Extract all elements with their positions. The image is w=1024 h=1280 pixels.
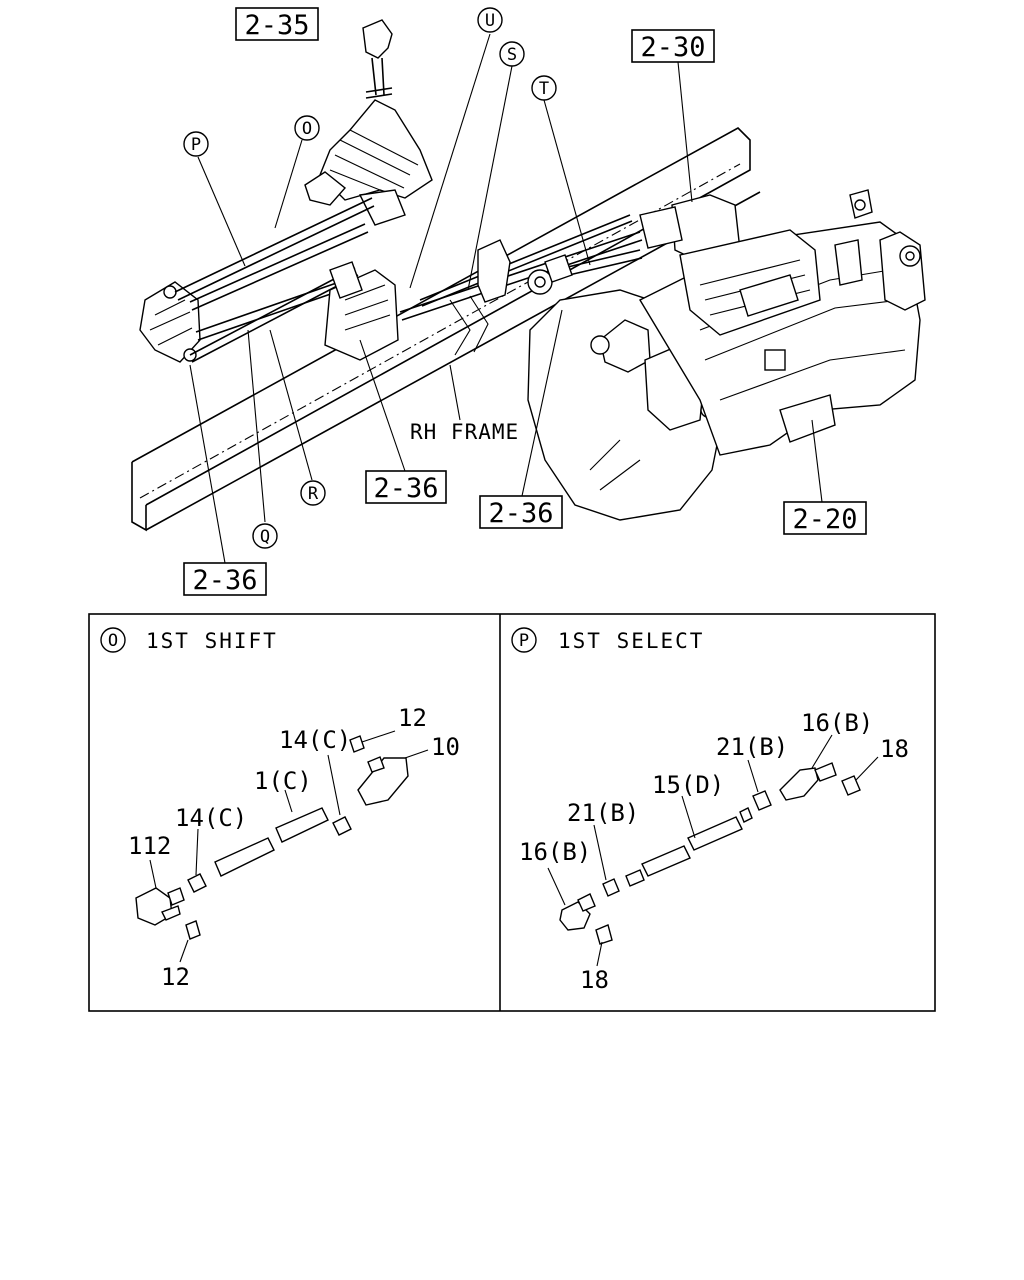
label-10: 10 (431, 733, 460, 761)
assembly-illustration: 2-35 2-30 2-36 2-36 2-36 2-20 U S (131, 7, 926, 596)
callout-u-label: U (485, 11, 495, 31)
panel-1st-shift: O 1ST SHIFT 12 10 14(C) 1(C) 14(C) 112 1… (100, 627, 460, 991)
label-112: 112 (128, 832, 171, 860)
callout-q-label: Q (260, 527, 270, 547)
label-14c-left: 14(C) (175, 804, 247, 832)
label-14c-top: 14(C) (279, 726, 351, 754)
center-bracket (324, 261, 399, 361)
ref-2-36-center[interactable]: 2-36 (365, 470, 447, 504)
panel-1st-select: P 1ST SELECT 16(B) 18 21(B) 15(D) 21(B) … (511, 627, 909, 994)
panel-left-letter: O (100, 627, 126, 653)
callout-o[interactable]: O (294, 115, 320, 141)
callout-s[interactable]: S (499, 41, 525, 67)
detail-panels (88, 613, 936, 1012)
ref-2-30-label: 2-30 (640, 32, 705, 63)
mid-bracket (477, 239, 573, 303)
panel-left-letter-label: O (108, 631, 118, 651)
label-16b-top: 16(B) (801, 709, 873, 737)
label-21b-top: 21(B) (716, 733, 788, 761)
label-12-bottom: 12 (161, 963, 190, 991)
shift-lever (304, 19, 433, 226)
callout-s-label: S (507, 45, 517, 65)
label-15d: 15(D) (652, 771, 724, 799)
callout-r-label: R (308, 484, 319, 504)
rh-frame-label: RH FRAME (410, 420, 519, 444)
panel-right-title: 1ST SELECT (558, 629, 704, 653)
callout-p-label: P (191, 135, 201, 155)
label-21b-left: 21(B) (567, 799, 639, 827)
panel-right-letter-label: P (519, 631, 529, 651)
ref-2-35[interactable]: 2-35 (235, 7, 319, 41)
label-18-bottom: 18 (580, 966, 609, 994)
panel-right-letter: P (511, 627, 537, 653)
callout-u[interactable]: U (477, 7, 503, 33)
callout-q[interactable]: Q (252, 523, 278, 549)
ref-2-36-left-label: 2-36 (192, 565, 257, 596)
ref-2-36-right[interactable]: 2-36 (479, 495, 563, 529)
callout-o-label: O (302, 119, 312, 139)
ref-2-20[interactable]: 2-20 (783, 501, 867, 535)
leader-lines (189, 33, 823, 564)
callout-r[interactable]: R (300, 480, 326, 506)
callout-t-label: T (539, 79, 549, 99)
label-16b-left: 16(B) (519, 838, 591, 866)
transmission (527, 189, 926, 521)
ref-2-30[interactable]: 2-30 (631, 29, 715, 63)
callout-t[interactable]: T (531, 75, 557, 101)
label-1c: 1(C) (254, 767, 312, 795)
label-12-top: 12 (398, 704, 427, 732)
ref-2-36-center-label: 2-36 (373, 473, 438, 504)
ref-2-36-left[interactable]: 2-36 (183, 562, 267, 596)
panel-left-title: 1ST SHIFT (146, 629, 278, 653)
label-18-top: 18 (880, 735, 909, 763)
ref-2-20-label: 2-20 (792, 504, 857, 535)
ref-2-35-label: 2-35 (244, 10, 309, 41)
callout-p[interactable]: P (183, 131, 209, 157)
ref-2-36-right-label: 2-36 (488, 498, 553, 529)
